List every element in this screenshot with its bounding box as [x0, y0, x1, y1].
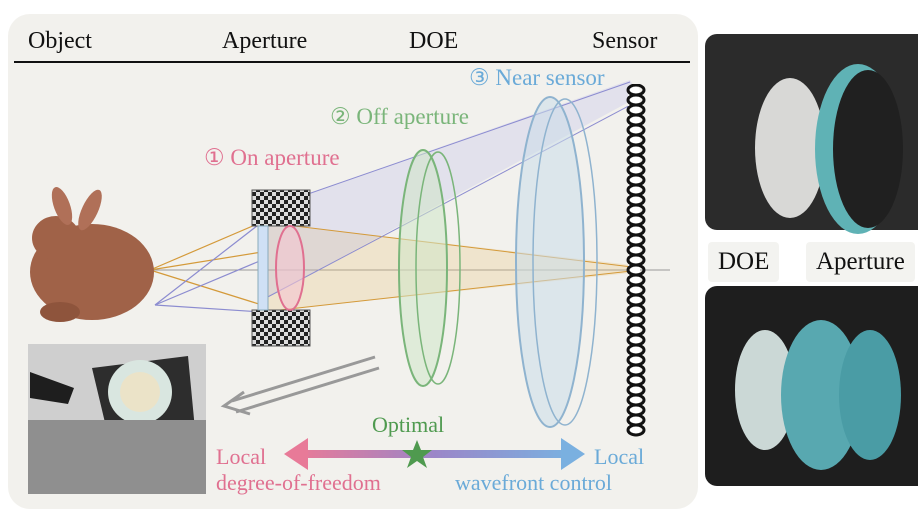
- label-near-sensor: ③ Near sensor: [469, 65, 605, 90]
- off-aperture-doe: [398, 149, 448, 387]
- label-right-line2: wavefront control: [455, 470, 612, 495]
- label-off-aperture: ② Off aperture: [330, 104, 469, 129]
- aperture-top-block: [251, 189, 311, 227]
- sensor: [626, 84, 646, 437]
- label-on-aperture: ① On aperture: [204, 145, 340, 170]
- label-optimal: Optimal: [372, 412, 445, 437]
- header-aperture: Aperture: [222, 28, 308, 54]
- doe-photo-inset: [28, 344, 206, 494]
- lens-photo-top: [705, 34, 918, 234]
- aperture-glass: [257, 225, 269, 311]
- label-left-line1: Local: [216, 444, 267, 469]
- label-left-line2: degree-of-freedom: [216, 470, 381, 495]
- rays-purple: [154, 221, 263, 313]
- header-object: Object: [28, 28, 92, 54]
- on-aperture-doe: [275, 225, 305, 311]
- beam-orange: [262, 222, 640, 312]
- sensor-coil-loop: [626, 423, 646, 437]
- near-sensor-doe: [515, 96, 585, 428]
- photo-arrow: [220, 355, 380, 416]
- label-right-line1: Local: [594, 444, 645, 469]
- header-doe: DOE: [409, 28, 459, 54]
- aperture-bottom-block: [251, 309, 311, 347]
- bunny-object: [30, 187, 154, 322]
- spectrum-arrow: [284, 438, 585, 470]
- photo-tag-doe: DOE: [708, 242, 780, 282]
- rays-object-to-aperture: [149, 221, 263, 306]
- photo-tag-aperture: Aperture: [806, 242, 915, 282]
- lens-photo-bottom: [705, 286, 918, 486]
- header-sensor: Sensor: [592, 28, 658, 54]
- optimal-star: [402, 440, 432, 468]
